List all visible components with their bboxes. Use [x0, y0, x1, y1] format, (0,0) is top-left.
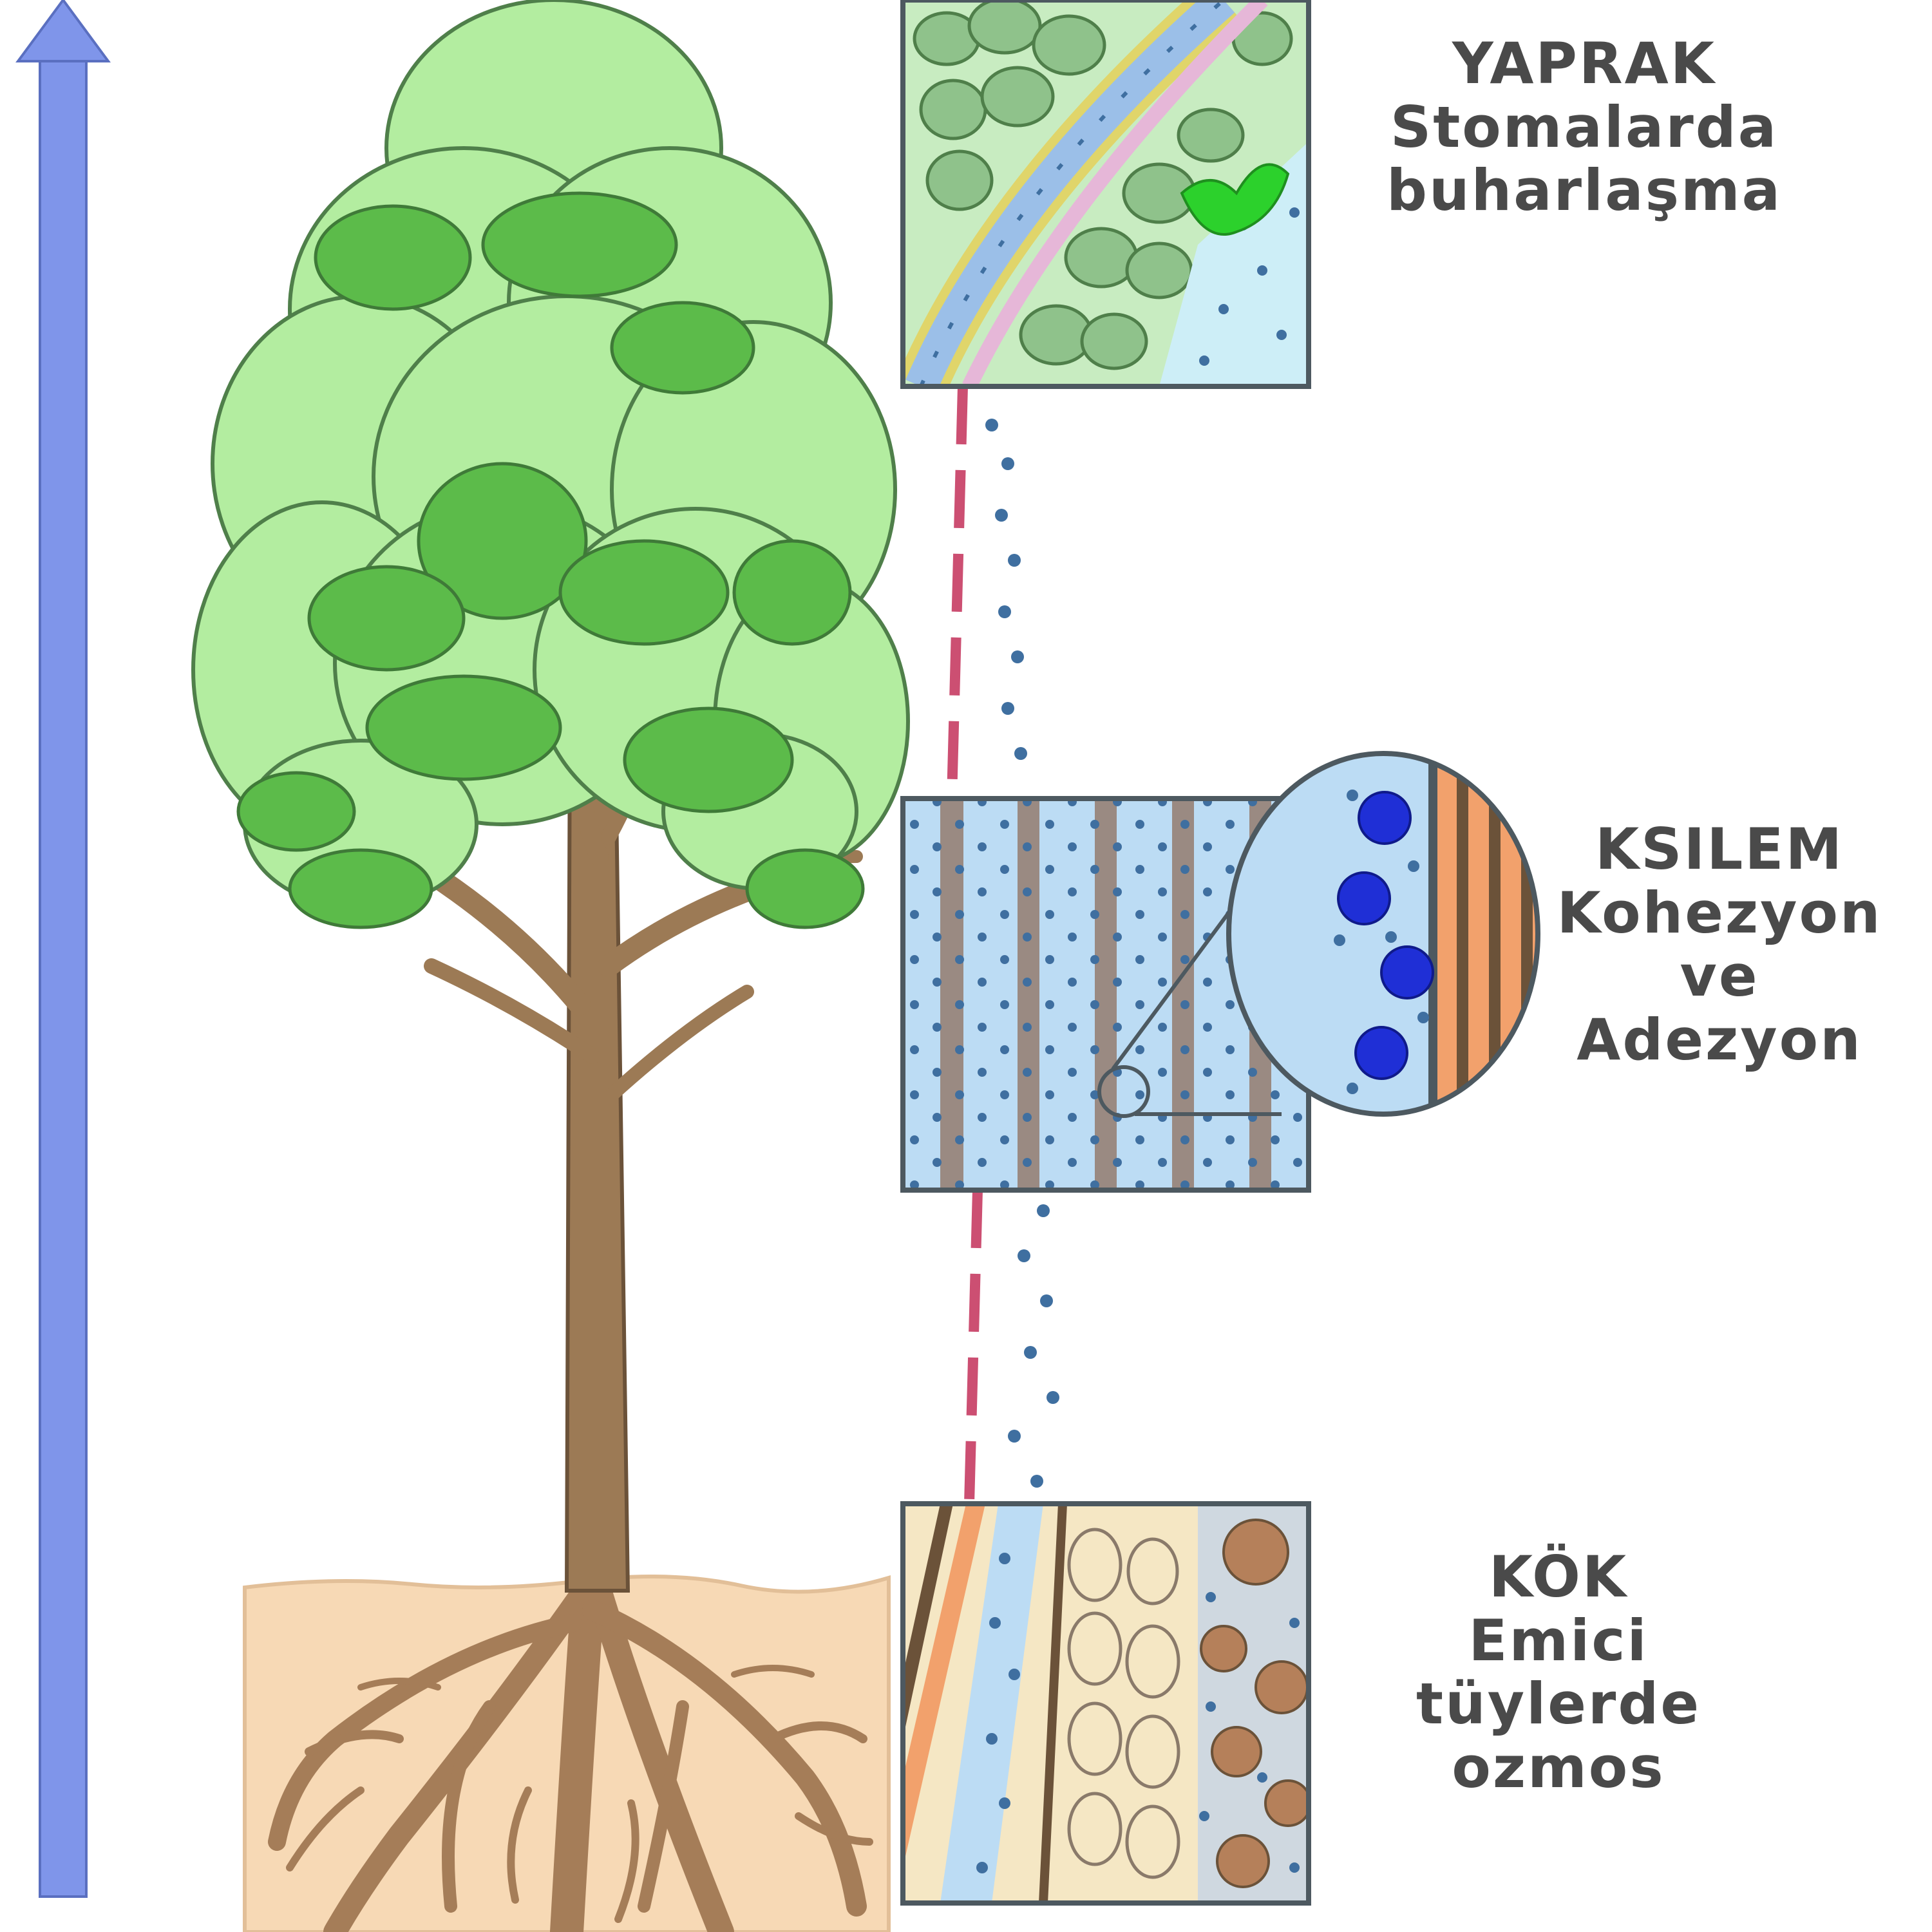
root-label-line2: tüylerde: [1416, 1671, 1701, 1738]
leaf-label-title: YAPRAK: [1452, 30, 1716, 97]
water-molecules: [1337, 791, 1434, 1080]
root-detail-box: [900, 1501, 1311, 1906]
root-label: KÖK Emici tüylerde ozmos: [1378, 1544, 1739, 1801]
root-label-title: KÖK: [1488, 1544, 1629, 1610]
xylem-label-line3: Adezyon: [1577, 1006, 1862, 1073]
root-label-line1: Emici: [1468, 1607, 1649, 1674]
xylem-label: KSILEM Kohezyon ve Adezyon: [1533, 816, 1906, 1073]
tree-foliage: [191, 0, 910, 929]
leaf-label-line2: buharlaşma: [1386, 157, 1783, 224]
root-label-line3: ozmos: [1452, 1734, 1665, 1801]
upward-arrow: [15, 0, 111, 1898]
leaf-detail-box: [900, 0, 1311, 389]
tree-roots: [268, 1561, 873, 1932]
xylem-label-title: KSILEM: [1595, 816, 1844, 882]
xylem-label-line2: ve: [1680, 943, 1759, 1010]
water-path-lines: [947, 386, 1059, 1504]
xylem-label-line1: Kohezyon: [1557, 879, 1882, 946]
leaf-label-line1: Stomalarda: [1390, 93, 1779, 160]
leaf-label: YAPRAK Stomalarda buharlaşma: [1340, 32, 1829, 223]
